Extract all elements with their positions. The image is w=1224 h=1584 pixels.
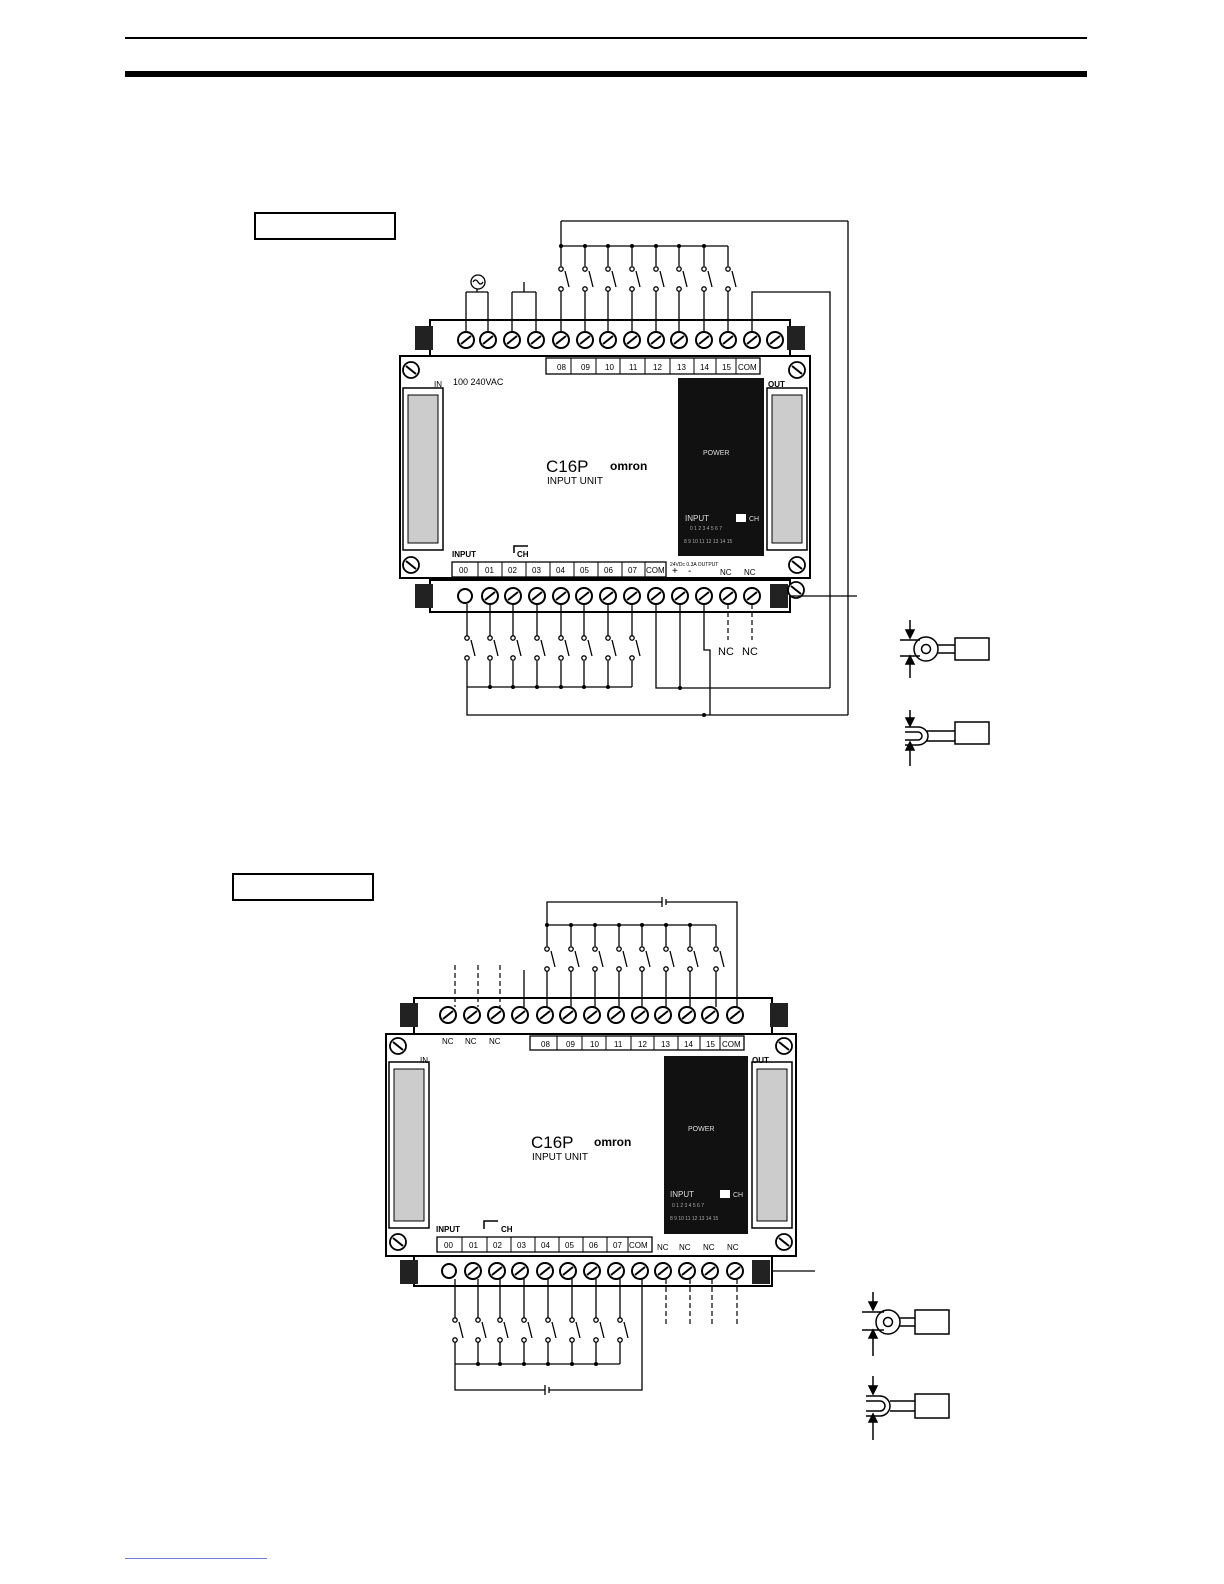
ac-nc-wire-2: NC [742,646,758,658]
dc-bottom-switches [452,1317,629,1343]
dc-top-terminal-10: 10 [590,1040,599,1049]
ac-in-label: IN [434,380,442,389]
ac-top-switches [558,266,737,292]
ac-bottom-terminal-06: 06 [604,566,613,575]
ac-top-terminal-10: 10 [605,363,614,372]
dc-top-terminal-com: COM [722,1040,741,1049]
ac-top-terminal-13: 13 [677,363,686,372]
dc-bottom-nc-2: NC [679,1243,691,1252]
ac-top-terminal-08: 08 [557,363,566,372]
dc-ring-terminal-detail [862,1292,950,1356]
dc-bottom-terminal-07: 07 [613,1241,622,1250]
ac-nc-terminal-2: NC [744,568,756,577]
ac-top-terminal-12: 12 [653,363,662,372]
header-rule-thick [125,71,1087,77]
dc-top-terminal-11: 11 [614,1040,623,1049]
ac-bottom-switches [464,635,641,661]
dc-bottom-terminal-com: COM [629,1241,648,1250]
dc-led-top-row: 0 1 2 3 4 5 6 7 [672,1203,704,1209]
ac-ch-led-label: CH [749,516,759,523]
header-rule-thin [125,37,1087,39]
dc-top-nc-2: NC [465,1037,477,1046]
dc-bottom-nc-4: NC [727,1243,739,1252]
dc-top-nc-1: NC [442,1037,454,1046]
ac-top-terminal-15: 15 [722,363,731,372]
dc-brand: omron [594,1135,631,1149]
ac-top-terminal-09: 09 [581,363,590,372]
footer-link-underline[interactable] [125,1558,267,1559]
ac-power-panel [678,378,764,556]
dc-text: C16P omron INPUT UNIT POWER INPUT CH 0 1… [420,1037,769,1252]
dc-input-led-label: INPUT [670,1190,694,1199]
ac-model: C16P [546,457,589,476]
ac-plus-label: + [672,566,678,577]
ac-diagram-label-box [254,212,396,240]
ac-input-label: INPUT [452,550,476,559]
dc-top-terminal-09: 09 [566,1040,575,1049]
ac-top-terminal-11: 11 [629,363,638,372]
dc-top-terminal-08: 08 [541,1040,550,1049]
ac-bottom-terminal-01: 01 [485,566,494,575]
ac-nc-wire-1: NC [718,646,734,658]
ac-led-bottom-row: 8 9 10 11 12 13 14 15 [684,539,733,545]
ac-top-terminal-com: COM [738,363,757,372]
dc-ch-label: CH [501,1225,513,1234]
ac-brand: omron [610,459,647,473]
ac-bottom-terminal-07: 07 [628,566,637,575]
dc-fork-terminal-detail [866,1376,950,1440]
ac-nc-terminal-1: NC [720,568,732,577]
ac-power-label: POWER [703,450,729,457]
dc-bottom-terminal-05: 05 [565,1241,574,1250]
ac-minus-label: - [688,566,691,577]
dc-bottom-terminal-03: 03 [517,1241,526,1250]
ac-fork-terminal-detail [904,710,990,766]
ac-bottom-terminal-03: 03 [532,566,541,575]
dc-power-panel [664,1056,748,1234]
ac-bottom-terminal-00: 00 [459,566,468,575]
ac-output-supply-label: 24VDc 0.3A OUTPUT [670,562,718,568]
dc-wiring-diagram [385,897,950,1440]
ac-corner-screw [402,361,420,379]
ac-led-top-row: 0 1 2 3 4 5 6 7 [690,526,722,532]
dc-bottom-terminal-04: 04 [541,1241,550,1250]
ac-input-led-label: INPUT [685,514,709,523]
ac-bottom-terminal-02: 02 [508,566,517,575]
ac-supply-label: 100 240VAC [453,377,504,387]
dc-bottom-terminal-02: 02 [493,1241,502,1250]
dc-model: C16P [531,1133,574,1152]
dc-out-label: OUT [752,1056,769,1065]
dc-top-terminal-13: 13 [661,1040,670,1049]
dc-bottom-terminal-06: 06 [589,1241,598,1250]
dc-ch-led-label: CH [733,1192,743,1199]
dc-top-switches [544,946,725,972]
dc-bottom-nc-1: NC [657,1243,669,1252]
dc-input-label: INPUT [436,1225,460,1234]
ac-bottom-terminal-05: 05 [580,566,589,575]
ac-out-label: OUT [768,380,785,389]
ac-ring-terminal-detail [900,620,990,678]
dc-led-bottom-row: 8 9 10 11 12 13 14 15 [670,1216,719,1222]
dc-diagram-label-box [232,873,374,901]
ac-text: C16P omron INPUT UNIT POWER INPUT CH 0 1… [434,363,785,658]
dc-power-label: POWER [688,1126,714,1133]
dc-top-terminal-12: 12 [638,1040,647,1049]
ac-bottom-terminal-com: COM [646,566,665,575]
ac-bottom-terminal-04: 04 [556,566,565,575]
dc-unit-name: INPUT UNIT [532,1152,588,1163]
dc-top-terminal-15: 15 [706,1040,715,1049]
dc-bottom-nc-3: NC [703,1243,715,1252]
dc-bottom-terminal-00: 00 [444,1241,453,1250]
dc-in-label: IN [420,1056,428,1065]
ac-ch-label: CH [517,550,529,559]
dc-top-nc-3: NC [489,1037,501,1046]
dc-bottom-terminal-01: 01 [469,1241,478,1250]
ac-unit-name: INPUT UNIT [547,476,603,487]
dc-top-terminal-14: 14 [684,1040,693,1049]
ac-top-terminal-14: 14 [700,363,709,372]
ac-wiring-diagram [399,220,990,766]
